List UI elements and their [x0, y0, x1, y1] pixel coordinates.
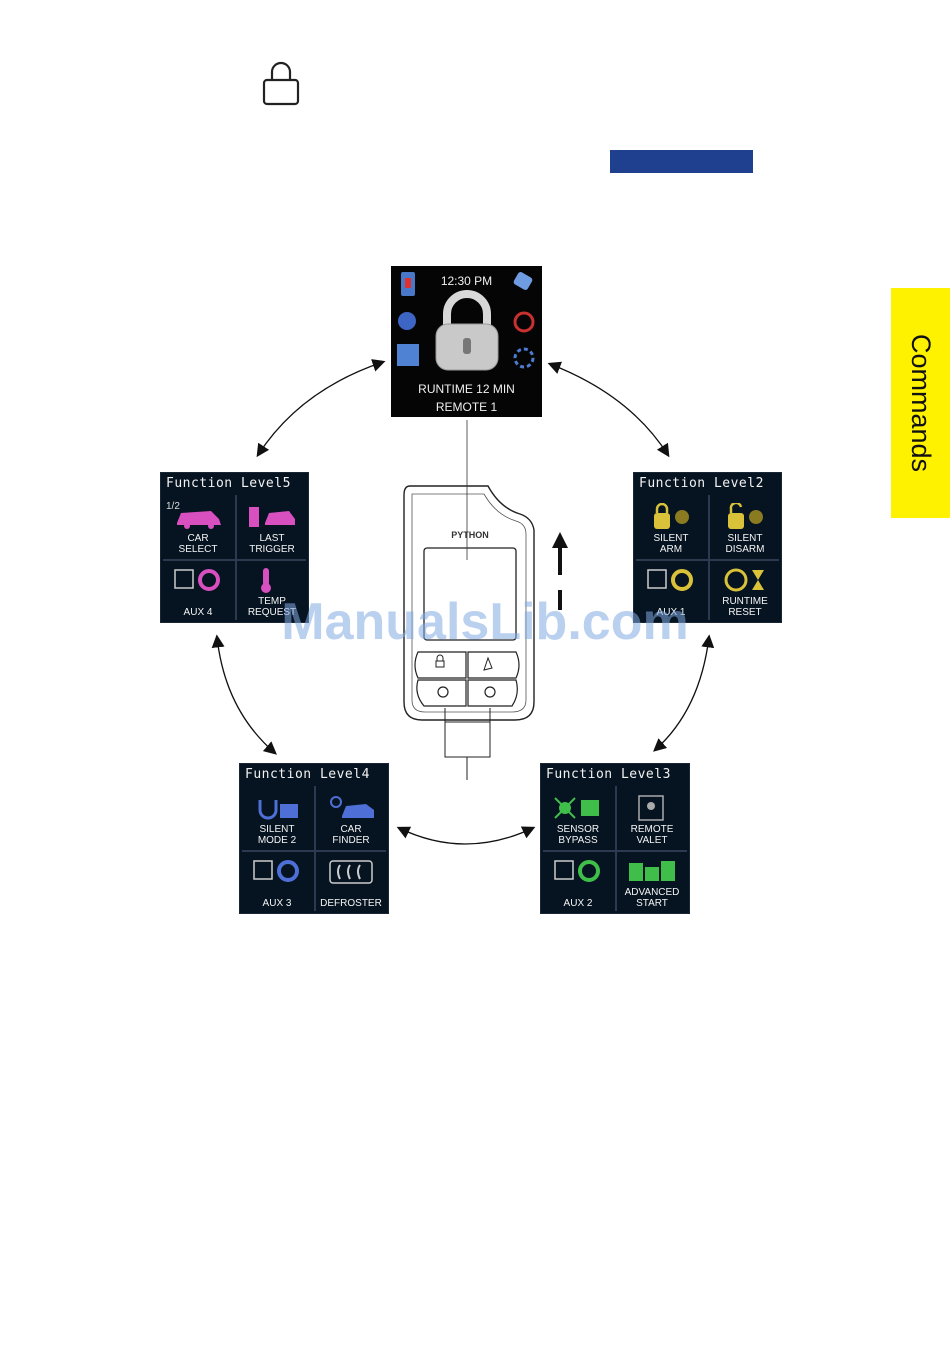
- tag-icon: [513, 272, 533, 290]
- advanced-start-cell[interactable]: ADVANCED START: [617, 853, 687, 911]
- thermometer-icon: [261, 568, 271, 593]
- valet-icon: [638, 795, 664, 821]
- aux4-cell[interactable]: AUX 4: [163, 562, 233, 620]
- shield-icon: [398, 312, 416, 330]
- phone-icon: [401, 272, 415, 296]
- car-icon: [177, 511, 221, 529]
- remote-control: [403, 420, 568, 780]
- arrow-main-level5: [256, 359, 386, 458]
- remote-id-text: REMOTE 1: [435, 400, 498, 414]
- seat-icon: [397, 344, 419, 366]
- car-finder-cell[interactable]: CAR FINDER: [316, 790, 386, 848]
- silent-mode-icon: [258, 800, 298, 820]
- advanced-start-icon: [629, 861, 675, 881]
- level2-title: Function Level2: [639, 476, 764, 491]
- clock-text: 12:30 PM: [440, 274, 493, 288]
- section-header-bar: [610, 150, 753, 173]
- padlock-icon: [435, 290, 499, 371]
- aux-power-icon: [554, 860, 600, 882]
- sensor-bypass-icon: [554, 797, 599, 819]
- silent-arm-cell[interactable]: SILENT ARM: [636, 499, 706, 557]
- function-level5-screen: Function Level5 1/2 CAR SELECT LAST TRIG…: [160, 472, 309, 623]
- watermark-text: ManualsLib.com: [281, 593, 689, 651]
- aux2-cell[interactable]: AUX 2: [543, 853, 613, 911]
- remote-brand-label: PYTHON: [451, 530, 489, 540]
- aux-power-icon: [647, 569, 693, 591]
- silent-unlock-icon: [728, 503, 763, 529]
- aux-power-icon: [174, 569, 220, 591]
- remote-valet-cell[interactable]: REMOTE VALET: [617, 790, 687, 848]
- silent-mode2-cell[interactable]: SILENT MODE 2: [242, 790, 312, 848]
- trigger-car-icon: [249, 507, 295, 527]
- runtime-text: RUNTIME 12 MIN: [418, 382, 515, 396]
- main-status-screen: 12:30 PM RUNTIME 12 MIN REMOTE 1: [391, 266, 542, 417]
- aux1-cell[interactable]: AUX 1: [636, 562, 706, 620]
- function-level2-screen: Function Level2 SILENT ARM SILENT DISARM…: [633, 472, 782, 623]
- defroster-icon: [329, 860, 373, 884]
- aux3-cell[interactable]: AUX 3: [242, 853, 312, 911]
- runtime-reset-cell[interactable]: RUNTIME RESET: [710, 562, 780, 620]
- temp-request-cell[interactable]: TEMP REQUEST: [237, 562, 307, 620]
- car-select-cell[interactable]: CAR SELECT: [163, 499, 233, 557]
- side-tab-commands[interactable]: Commands: [891, 288, 950, 518]
- last-trigger-cell[interactable]: LAST TRIGGER: [237, 499, 307, 557]
- arrow-level4-level3: [396, 826, 536, 845]
- silent-disarm-cell[interactable]: SILENT DISARM: [710, 499, 780, 557]
- lock-icon: [262, 61, 300, 106]
- aux-power-icon: [253, 860, 299, 882]
- silent-lock-icon: [654, 503, 689, 529]
- level3-title: Function Level3: [546, 767, 671, 782]
- function-level4-screen: Function Level4 SILENT MODE 2 CAR FINDER…: [239, 763, 389, 914]
- level4-title: Function Level4: [245, 767, 370, 782]
- function-level3-screen: Function Level3 SENSOR BYPASS REMOTE VAL…: [540, 763, 690, 914]
- car-finder-icon: [330, 796, 374, 818]
- hourglass-icon: [724, 568, 764, 592]
- level5-page-indicator: 1/2: [166, 501, 180, 512]
- arrow-level5-level4: [211, 634, 277, 755]
- arrow-level2-level3: [653, 634, 715, 752]
- arrow-main-level2: [547, 361, 670, 458]
- sensor-bypass-cell[interactable]: SENSOR BYPASS: [543, 790, 613, 848]
- engine-icon: [513, 311, 535, 333]
- level5-title: Function Level5: [166, 476, 291, 491]
- gear-icon: [513, 347, 535, 369]
- defroster-cell[interactable]: DEFROSTER: [316, 853, 386, 911]
